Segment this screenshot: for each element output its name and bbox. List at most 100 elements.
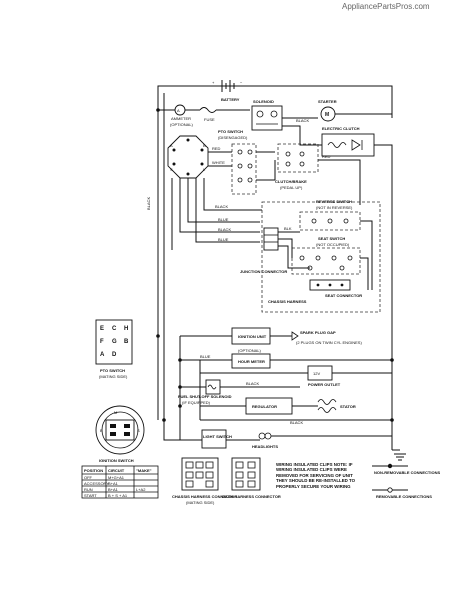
svg-text:A: A [177,108,180,113]
non-removable-label: NON-REMOVABLE CONNECTIONS [374,470,440,475]
svg-text:E: E [100,326,104,332]
svg-text:CIRCUIT: CIRCUIT [108,468,125,473]
svg-text:B+A1: B+A1 [108,487,119,492]
pto-switch-top-sub: (DISENGAGED) [218,135,248,140]
dash-conn-label: DASH HARNESS CONNECTOR [222,494,281,499]
pto-switch-small-sub: (MATING SIDE) [99,374,128,379]
svg-text:"MAKE": "MAKE" [136,468,152,473]
svg-text:S: S [137,428,140,433]
ignition-switch-label: IGNITION SWITCH [99,458,134,463]
svg-text:RED: RED [322,154,331,159]
svg-text:H: H [124,326,128,332]
reverse-switch-label: REVERSE SWITCH [316,199,352,204]
svg-text:BLACK: BLACK [296,118,309,123]
seat-connector: SEAT CONNECTOR [309,279,362,298]
fuel-shutoff-label: FUEL SHUT-OFF SOLENOID [178,394,232,399]
svg-text:OFF: OFF [84,475,93,480]
svg-text:BLACK: BLACK [290,420,303,425]
headlights-label: HEADLIGHTS [252,444,278,449]
svg-text:12V: 12V [313,371,320,376]
junction-connector-label: JUNCTION CONNECTOR [240,269,287,274]
ammeter-label: AMMETER [171,116,191,121]
svg-text:BLACK: BLACK [215,204,228,209]
svg-text:WHITE: WHITE [212,160,225,165]
seat-connector-label: SEAT CONNECTOR [325,293,362,298]
clutch-brake-label: CLUTCH/BRAKE [275,179,307,184]
legend-removable: REMOVABLE CONNECTIONS [372,487,432,499]
svg-text:B: B [203,143,206,148]
ignition-switch: M B S IGNITION SWITCH [95,405,145,463]
svg-text:G: G [112,339,117,345]
spark-plug-sub: (2 PLUGS ON TWIN CYL ENGINES) [296,340,362,345]
pto-switch-top-label: PTO SWITCH [218,129,243,134]
starter-label: STARTER [318,99,337,104]
seat-switch-label: SEAT SWITCH [318,236,345,241]
svg-text:POSITION: POSITION [84,468,103,473]
power-outlet: 12V POWER OUTLET [307,365,341,387]
wiring-note: WIRING INSULATED CLIPS NOTE: IF WIRING I… [276,462,356,489]
svg-text:S: S [170,167,173,172]
svg-text:L+A2: L+A2 [136,487,146,492]
fuse: FUSE [199,107,217,122]
svg-text:BLUE: BLUE [218,217,229,222]
svg-text:B + S + A1: B + S + A1 [108,493,128,498]
svg-text:BLUE: BLUE [200,354,211,359]
hour-meter-opt: (OPTIONAL) [238,348,262,353]
svg-text:+: + [212,80,215,85]
clutch-brake-switch: CLUTCH/BRAKE (PEDAL UP) [275,143,319,190]
spark-plug-label: SPARK PLUG GAP [300,330,336,335]
svg-text:A: A [170,143,173,148]
ignition-unit: IGNITION UNIT [231,327,271,345]
svg-text:RED: RED [212,146,221,151]
light-switch-label: LIGHT SWITCH [203,434,232,439]
svg-text:A: A [100,352,105,358]
hour-meter: (OPTIONAL) HOUR METER [231,348,271,369]
ground-symbol [392,449,406,461]
clutch-brake-sub: (PEDAL UP) [280,185,303,190]
svg-text:M: M [114,410,117,415]
junction-connector: JUNCTION CONNECTOR CHASSIS HARNESS [240,201,381,313]
chassis-conn-label: CHASSIS HARNESS CONNECTOR [172,494,237,499]
svg-text:BLACK: BLACK [146,197,151,210]
svg-text:BLK: BLK [284,226,292,231]
svg-text:M: M [325,112,329,118]
svg-text:L: L [203,167,206,172]
svg-text:B: B [100,428,103,433]
svg-text:F: F [100,339,104,345]
ammeter-opt: (OPTIONAL) [170,122,194,127]
electric-clutch-label: ELECTRIC CLUTCH [322,126,360,131]
chassis-harness-label: CHASSIS HARNESS [268,299,307,304]
regulator-label: REGULATOR [252,404,277,409]
spark-plug: SPARK PLUG GAP (2 PLUGS ON TWIN CYL ENGI… [291,330,362,345]
seat-switch: SEAT SWITCH (NOT OCCUPIED) [291,236,361,275]
pto-switch-small-label: PTO SWITCH [100,368,125,373]
battery: + − BATTERY [205,80,245,102]
reverse-switch: REVERSE SWITCH (NOT IN REVERSE) [299,199,361,231]
stator-label: STATOR [340,404,356,409]
svg-text:RUN: RUN [84,487,93,492]
pto-switch-grid: E C H F G B A D PTO SWITCH (MATING SIDE) [95,319,133,379]
svg-text:D: D [112,352,117,358]
reverse-switch-sub: (NOT IN REVERSE) [316,205,353,210]
svg-text:B: B [124,339,129,345]
hour-meter-label: HOUR METER [238,359,265,364]
svg-text:M+G+A1: M+G+A1 [108,475,125,480]
fuse-label: FUSE [204,117,215,122]
solenoid: SOLENOID [251,99,283,131]
svg-text:BLUE: BLUE [218,237,229,242]
solenoid-label: SOLENOID [253,99,274,104]
stator: STATOR [317,399,356,413]
chassis-harness-connector: CHASSIS HARNESS CONNECTOR (MATING SIDE) [172,457,237,505]
regulator: REGULATOR [245,397,293,415]
fuel-shutoff-sub: (IF EQUIPPED) [182,400,211,405]
battery-label: BATTERY [221,97,240,102]
svg-text:START: START [84,493,97,498]
ignition-table: POSITION CIRCUIT "MAKE" OFF M+G+A1 ACCES… [81,465,159,499]
svg-text:ACCESSORY: ACCESSORY [84,481,109,486]
dash-harness-connector: DASH HARNESS CONNECTOR [222,457,281,499]
light-switch: LIGHT SWITCH [201,429,232,449]
svg-text:BLACK: BLACK [218,227,231,232]
svg-text:B+A1: B+A1 [108,481,119,486]
seat-switch-sub: (NOT OCCUPIED) [316,242,350,247]
